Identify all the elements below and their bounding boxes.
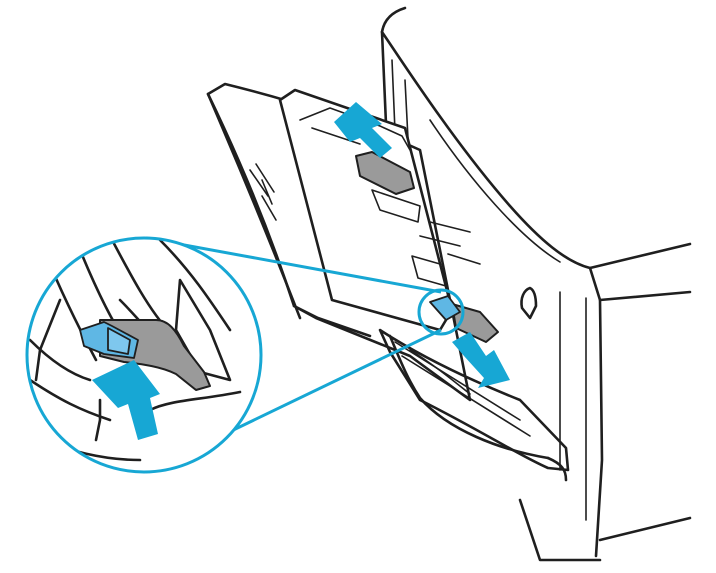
blue-release-tab-small (429, 295, 461, 321)
multipurpose-tray[interactable] (206, 82, 570, 482)
paper-width-guide-upper (355, 151, 415, 195)
arrow-up-left (334, 102, 392, 158)
printer-body (380, 6, 692, 562)
arrow-down-right (452, 332, 510, 388)
magnifier-circle (25, 236, 263, 474)
arrow-push-up (92, 360, 160, 440)
